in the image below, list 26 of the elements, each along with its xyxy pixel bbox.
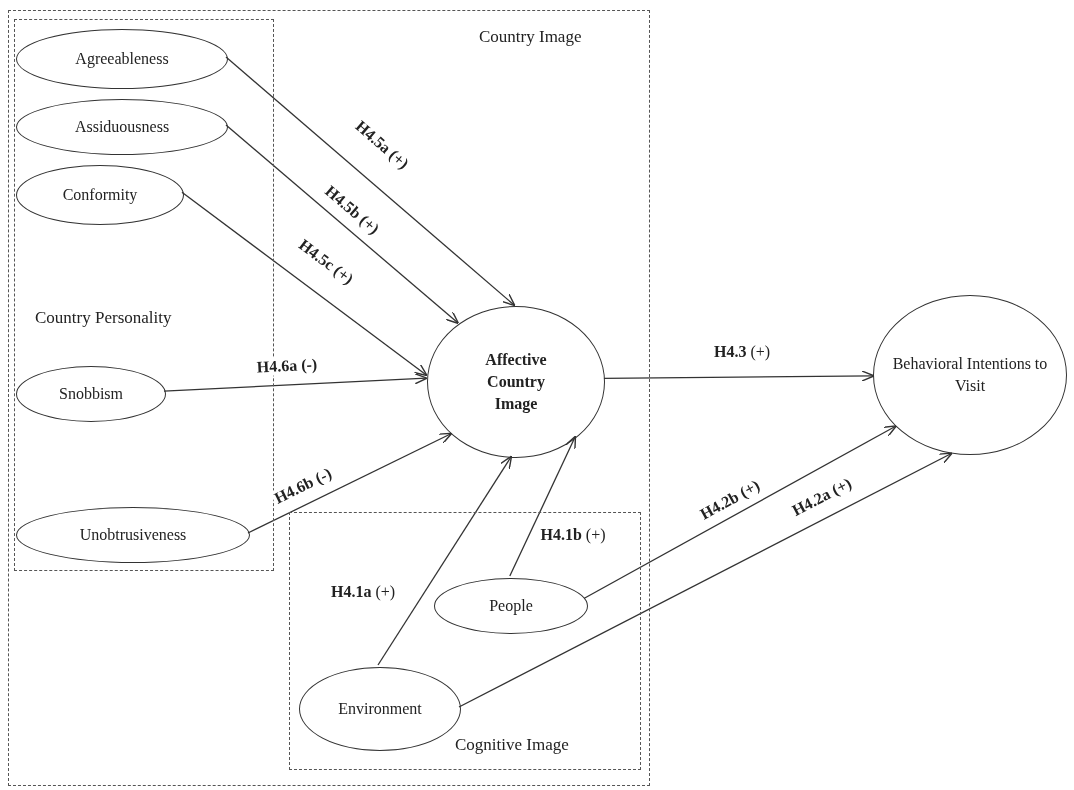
edge-label: H4.1b (+) [538, 526, 608, 544]
construct-name: People [489, 596, 533, 617]
arrow [603, 370, 875, 382]
arrow [583, 425, 898, 599]
construct-name: Unobtrusiveness [79, 525, 187, 545]
arrow [225, 124, 460, 325]
group-title: Country Image [479, 27, 582, 47]
arrow [247, 432, 453, 534]
construct-name: Behavioral Intentions to Visit [891, 354, 1049, 396]
arrow [509, 435, 577, 577]
group-title: Cognitive Image [455, 735, 569, 755]
edge-label: H4.6a (-) [254, 355, 320, 377]
construct-name: Environment [338, 699, 422, 719]
construct-name: Affective Country Image [484, 350, 548, 415]
arrow [377, 455, 513, 666]
construct-name: Conformity [62, 185, 138, 206]
edge-label: H4.3 (+) [711, 343, 773, 361]
construct-name: Assiduousness [74, 117, 170, 137]
construct-name: Agreeableness [75, 49, 169, 70]
construct-name: Snobbism [59, 384, 123, 404]
arrow [181, 191, 428, 377]
group-title: Country Personality [35, 308, 172, 328]
arrow [458, 452, 953, 708]
arrow [163, 373, 428, 392]
edge-label: H4.1a (+) [328, 583, 398, 601]
arrow [225, 56, 516, 307]
